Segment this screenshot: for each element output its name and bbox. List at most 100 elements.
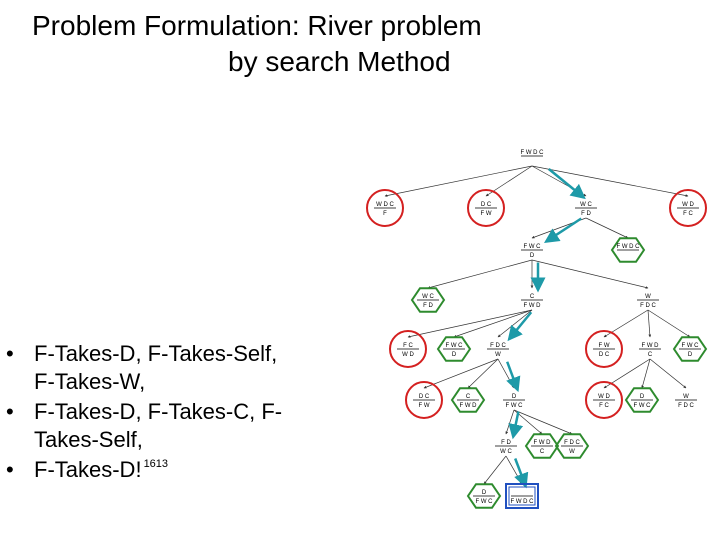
- state-top-bank: D: [482, 490, 487, 496]
- state-top-bank: D C: [419, 394, 430, 400]
- state-top-bank: F D: [501, 440, 511, 446]
- state-bottom-bank: W: [569, 449, 575, 455]
- state-bottom-bank: C: [540, 449, 545, 455]
- state-top-bank: D: [640, 394, 645, 400]
- state-top-bank: W C: [580, 202, 592, 208]
- state-node: F W C D: [521, 244, 543, 259]
- repeat-hexagon-icon: [466, 483, 502, 509]
- repeat-hexagon-icon: [410, 287, 446, 313]
- state-top-bank: W: [683, 394, 689, 400]
- state-node: F W D C: [521, 150, 544, 157]
- state-bottom-bank: F D: [423, 303, 433, 309]
- state-node: D F W C: [466, 483, 502, 509]
- repeat-hexagon-icon: [554, 433, 590, 459]
- bullet-dot-icon: •: [6, 341, 14, 366]
- state-top-bank: W: [645, 294, 651, 300]
- state-node: F D C W: [554, 433, 590, 459]
- state-node: D CF W: [405, 381, 443, 419]
- bullet-item: • F-Takes-D, F-Takes-C, F- Takes-Self,: [0, 398, 380, 454]
- state-node: WF D C: [637, 294, 659, 309]
- repeat-hexagon-icon: [524, 433, 560, 459]
- state-node: W DF C: [585, 381, 623, 419]
- tree-edge: [407, 309, 533, 338]
- repeat-hexagon-icon: [450, 387, 486, 413]
- state-top-bank: F D C: [564, 440, 580, 446]
- state-node: W D CF: [366, 189, 404, 227]
- tree-edge: [467, 358, 499, 389]
- state-node: F W D C: [610, 237, 646, 263]
- tree-edge: [649, 358, 687, 389]
- state-node: F D W C: [495, 440, 517, 455]
- bullet-dot-icon: •: [6, 399, 14, 424]
- bullet-item: • F-Takes-D!1613: [0, 456, 380, 488]
- bullet-item: • F-Takes-D, F-Takes-Self, F-Takes-W,: [0, 340, 380, 396]
- state-top-bank: F W C: [682, 343, 700, 349]
- state-bottom-bank: F D: [581, 211, 591, 217]
- tree-edge: [531, 259, 649, 289]
- tree-edge: [513, 409, 573, 435]
- state-node: F WD C: [585, 330, 623, 368]
- state-top-bank: F W D: [534, 440, 552, 446]
- bullet-text-line: F-Takes-D!: [34, 457, 142, 482]
- tree-edge: [505, 409, 515, 435]
- solution-path-arrow: [507, 311, 533, 342]
- state-bottom-bank: F C: [599, 403, 609, 409]
- tree-edge: [497, 309, 533, 338]
- state-node: F D CW: [487, 343, 509, 358]
- bullet-text-line: F-Takes-D, F-Takes-Self,: [34, 341, 278, 366]
- state-top-bank: W C: [422, 294, 434, 300]
- bullet-text-line: F-Takes-W,: [34, 369, 146, 394]
- state-bottom-bank: C: [648, 352, 653, 358]
- state-top-bank: F C: [403, 343, 413, 349]
- bullet-dot-icon: •: [6, 457, 14, 482]
- state-top-bank: F W C: [524, 244, 542, 250]
- tree-edge: [531, 165, 689, 197]
- state-bottom-bank: W C: [500, 449, 512, 455]
- state-top-bank: W D: [682, 202, 694, 208]
- state-bottom-bank: F W C: [634, 403, 652, 409]
- state-bottom-bank: F: [383, 211, 387, 217]
- state-node: W C F D: [575, 202, 597, 217]
- solution-path-arrow: [508, 411, 524, 440]
- title-line-2: by search Method: [228, 46, 451, 77]
- state-bottom-bank: F W C: [476, 499, 494, 505]
- state-bottom-bank: F W: [481, 211, 492, 217]
- state-bottom-bank: D: [530, 253, 535, 259]
- repeat-hexagon-icon: [436, 336, 472, 362]
- state-top-bank: D C: [481, 202, 492, 208]
- page-number: 1613: [143, 458, 169, 470]
- fail-circle-icon: [366, 189, 404, 227]
- state-bottom-bank: D C: [599, 352, 610, 358]
- state-node: CF W D: [521, 294, 543, 309]
- state-node: F W D C: [505, 483, 539, 509]
- tree-edge: [423, 358, 499, 389]
- repeat-hexagon-icon: [610, 237, 646, 263]
- state-bottom-bank: F D C: [678, 403, 694, 409]
- state-node: W F D C: [675, 394, 697, 409]
- tree-edge: [384, 165, 533, 197]
- state-node: W C F D: [410, 287, 446, 313]
- state-bottom-bank: D: [452, 352, 457, 358]
- state-bottom-bank: F W D: [460, 403, 478, 409]
- fail-circle-icon: [389, 330, 427, 368]
- state-bottom-bank: F C: [683, 211, 693, 217]
- tree-edge: [483, 455, 507, 485]
- state-node: F C W D: [389, 330, 427, 368]
- state-node: W D F C: [669, 189, 707, 227]
- repeat-hexagon-icon: [672, 336, 708, 362]
- bullet-text-line: Takes-Self,: [34, 427, 143, 452]
- state-node: DF W C: [503, 394, 525, 409]
- state-bottom-bank: W D: [402, 352, 414, 358]
- state-node: CF W D: [450, 387, 486, 413]
- state-node: F W CD: [436, 336, 472, 362]
- solution-path-arrow: [506, 361, 521, 393]
- state-node: D C F W: [467, 189, 505, 227]
- state-top-bank: F W D C: [617, 244, 641, 250]
- bullet-list: • F-Takes-D, F-Takes-Self, F-Takes-W, • …: [0, 340, 380, 488]
- fail-circle-icon: [585, 330, 623, 368]
- state-node: D F W C: [624, 387, 660, 413]
- goal-box-icon: [505, 483, 539, 509]
- repeat-hexagon-icon: [624, 387, 660, 413]
- tree-edge: [641, 358, 651, 389]
